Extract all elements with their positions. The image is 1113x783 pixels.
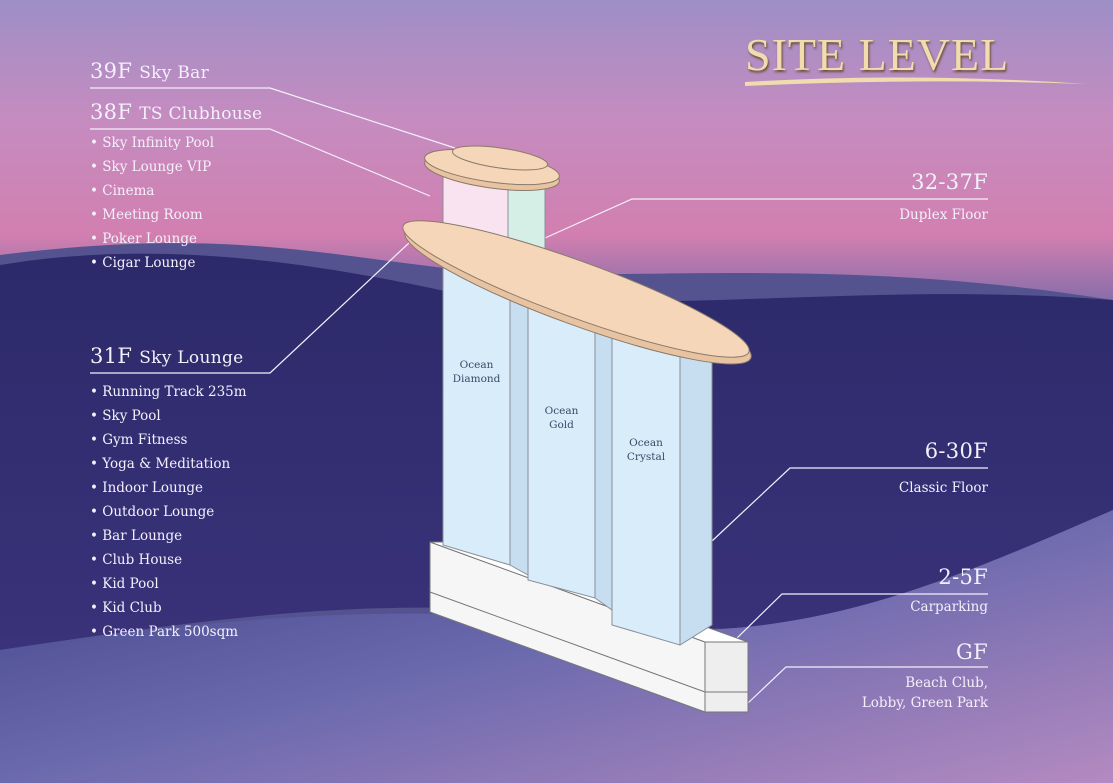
list-item: • Bar Lounge bbox=[90, 528, 183, 544]
label-6-30f: 6-30F bbox=[924, 439, 988, 463]
list-item: • Sky Pool bbox=[90, 408, 161, 424]
list-item: • Running Track 235m bbox=[90, 384, 247, 400]
list-item: • Yoga & Meditation bbox=[90, 456, 231, 472]
site-level-title: SITE LEVEL bbox=[745, 29, 1010, 80]
list-item: • Indoor Lounge bbox=[90, 480, 204, 496]
desc-gf-1: Beach Club, bbox=[905, 675, 988, 691]
label-39f: 39F Sky Bar bbox=[90, 59, 209, 83]
list-item: • Kid Club bbox=[90, 600, 162, 616]
list-item: • Cinema bbox=[90, 183, 155, 199]
list-item: • Club House bbox=[90, 552, 183, 568]
list-item: • Sky Infinity Pool bbox=[90, 135, 215, 151]
label-38f: 38F TS Clubhouse bbox=[90, 100, 263, 124]
list-item: • Gym Fitness bbox=[90, 432, 188, 448]
label-31f: 31F Sky Lounge bbox=[90, 344, 244, 368]
list-item: • Green Park 500sqm bbox=[90, 624, 239, 640]
desc-32-37f: Duplex Floor bbox=[899, 207, 988, 223]
list-item: • Poker Lounge bbox=[90, 231, 197, 247]
label-2-5f: 2-5F bbox=[938, 565, 988, 589]
tower-ocean-crystal bbox=[611, 319, 681, 646]
sky-bar-disc bbox=[424, 145, 560, 191]
label-32-37f: 32-37F bbox=[911, 170, 988, 194]
list-38f-amenities: • Sky Infinity Pool • Sky Lounge VIP • C… bbox=[90, 131, 214, 275]
list-item: • Outdoor Lounge bbox=[90, 504, 215, 520]
tower-ocean-gold bbox=[527, 292, 596, 599]
list-item: • Sky Lounge VIP bbox=[90, 159, 212, 175]
list-item: • Meeting Room bbox=[90, 207, 203, 223]
tower-ocean-diamond bbox=[442, 249, 511, 566]
desc-2-5f: Carparking bbox=[910, 599, 988, 615]
skypark bbox=[402, 220, 752, 365]
title-swoosh bbox=[745, 77, 1085, 86]
desc-6-30f: Classic Floor bbox=[898, 480, 988, 496]
list-item: • Cigar Lounge bbox=[90, 255, 196, 271]
desc-gf-2: Lobby, Green Park bbox=[861, 695, 988, 711]
towers bbox=[442, 249, 713, 646]
list-31f-amenities: • Running Track 235m • Sky Pool • Gym Fi… bbox=[90, 380, 247, 644]
label-gf: GF bbox=[956, 640, 988, 664]
list-item: • Kid Pool bbox=[90, 576, 159, 592]
leader-lines bbox=[90, 87, 988, 704]
